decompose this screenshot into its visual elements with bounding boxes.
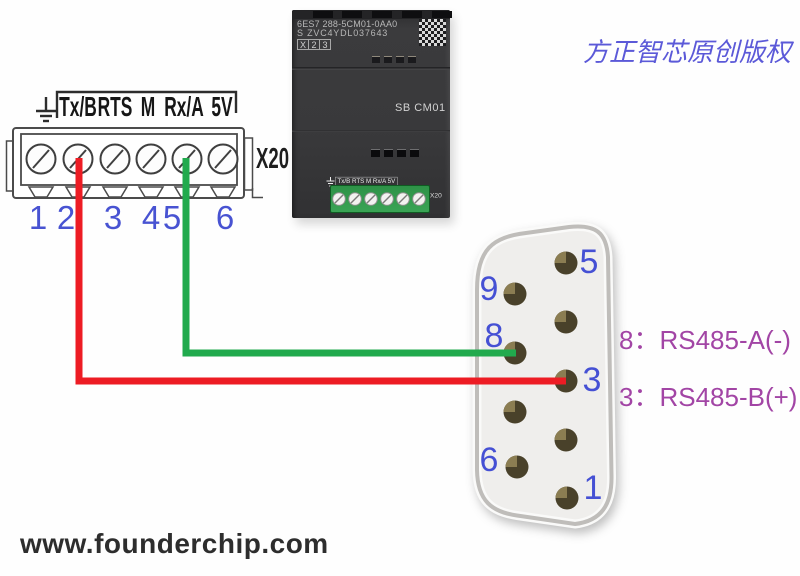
module-order-number: 6ES7 288-5CM01-0AA0 xyxy=(297,19,398,29)
green-wire-rxa-to-pin8 xyxy=(182,158,516,357)
terminal-number-4: 4 xyxy=(141,199,161,236)
db9-pin8-label: 8 xyxy=(484,317,504,355)
terminal-number-2: 2 xyxy=(56,199,76,236)
terminal-label-rts: RTS xyxy=(97,91,133,122)
terminal-x20-label: X20 xyxy=(256,143,290,175)
module-version-box: X 2 3 xyxy=(297,39,331,50)
module-x20-label: X20 xyxy=(430,192,442,200)
db9-pin3-label: 3 xyxy=(582,361,602,399)
terminal-screws xyxy=(25,143,239,175)
annotation-pin8-rs485a: 8：RS485-A(-) xyxy=(619,325,791,355)
db9-pin5-label: 5 xyxy=(579,243,599,281)
red-wire-txb-to-pin3 xyxy=(75,158,566,385)
terminal-label-5v: 5V xyxy=(211,91,233,122)
terminal-label-rxa: Rx/A xyxy=(164,91,204,122)
terminal-number-1: 1 xyxy=(28,199,48,236)
db9-pin1-label: 1 xyxy=(583,469,603,507)
module-serial: S ZVC4YDL037643 xyxy=(297,28,389,38)
module-vent-strip xyxy=(292,10,452,19)
terminal-number-6: 6 xyxy=(215,199,235,236)
module-led-row-top xyxy=(372,56,416,63)
module-model-label: SB CM01 xyxy=(395,102,446,114)
db9-pin9-label: 9 xyxy=(479,270,499,308)
sb-cm01-module: 6ES7 288-5CM01-0AA0 S ZVC4YDL037643 X 2 … xyxy=(292,10,452,218)
terminal-number-3: 3 xyxy=(103,199,123,236)
watermark-text: 方正智芯原创版权 xyxy=(583,37,792,67)
db9-pin6-label: 6 xyxy=(479,441,499,479)
ground-icon xyxy=(36,97,56,123)
wire-entries xyxy=(27,186,237,198)
db9-pins xyxy=(503,251,579,510)
terminal-label-m: M xyxy=(140,91,156,122)
annotation-pin3-rs485b: 3：RS485-B(+) xyxy=(619,382,798,412)
terminal-label-txb: Tx/B xyxy=(59,91,97,122)
db9-bezel xyxy=(475,224,614,527)
website-url: www.founderchip.com xyxy=(20,528,329,559)
datamatrix-code-icon xyxy=(419,19,446,46)
module-green-terminal xyxy=(330,185,430,213)
label-bracket xyxy=(55,90,238,118)
terminal-number-5: 5 xyxy=(162,199,182,236)
module-led-row-bottom xyxy=(371,149,419,157)
